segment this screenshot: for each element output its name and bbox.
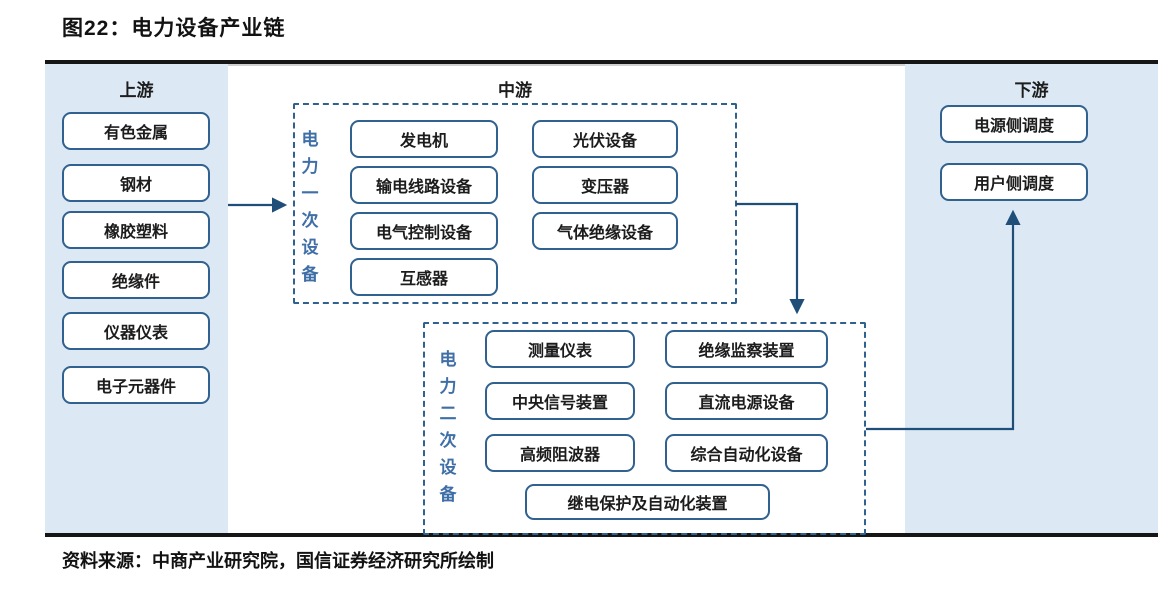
upstream-node: 绝缘件 bbox=[62, 261, 210, 299]
midstream-header: 中游 bbox=[498, 81, 532, 100]
upstream-node: 有色金属 bbox=[62, 112, 210, 150]
primary-node: 电气控制设备 bbox=[350, 212, 498, 250]
primary-node: 气体绝缘设备 bbox=[532, 212, 678, 250]
upstream-node: 电子元器件 bbox=[62, 366, 210, 404]
downstream-node: 用户侧调度 bbox=[940, 163, 1088, 201]
downstream-header: 下游 bbox=[1014, 81, 1049, 100]
upstream-node: 钢材 bbox=[62, 164, 210, 202]
figure-title: 图22：电力设备产业链 bbox=[62, 17, 286, 40]
downstream-node: 电源侧调度 bbox=[940, 105, 1088, 143]
secondary-node: 中央信号装置 bbox=[485, 382, 635, 420]
primary-node: 变压器 bbox=[532, 166, 678, 204]
secondary-node: 高频阻波器 bbox=[485, 434, 635, 472]
upstream-node: 仪器仪表 bbox=[62, 312, 210, 350]
source-note: 资料来源：中商产业研究院，国信证券经济研究所绘制 bbox=[62, 551, 494, 571]
top-rule bbox=[45, 60, 1158, 64]
secondary-node-wide: 继电保护及自动化装置 bbox=[525, 484, 770, 520]
secondary-group-label: 电力二次设备 bbox=[439, 350, 457, 504]
secondary-node: 综合自动化设备 bbox=[665, 434, 828, 472]
secondary-node: 直流电源设备 bbox=[665, 382, 828, 420]
bottom-rule bbox=[45, 533, 1158, 537]
upstream-node: 橡胶塑料 bbox=[62, 211, 210, 249]
primary-node: 光伏设备 bbox=[532, 120, 678, 158]
primary-group-label: 电力一次设备 bbox=[301, 130, 319, 284]
primary-node: 发电机 bbox=[350, 120, 498, 158]
secondary-node: 绝缘监察装置 bbox=[665, 330, 828, 368]
primary-node: 互感器 bbox=[350, 258, 498, 296]
secondary-equipment-group bbox=[423, 322, 866, 535]
upstream-header: 上游 bbox=[119, 81, 154, 100]
arrow-primary-to-secondary bbox=[736, 202, 805, 315]
primary-node: 输电线路设备 bbox=[350, 166, 498, 204]
secondary-node: 测量仪表 bbox=[485, 330, 635, 368]
